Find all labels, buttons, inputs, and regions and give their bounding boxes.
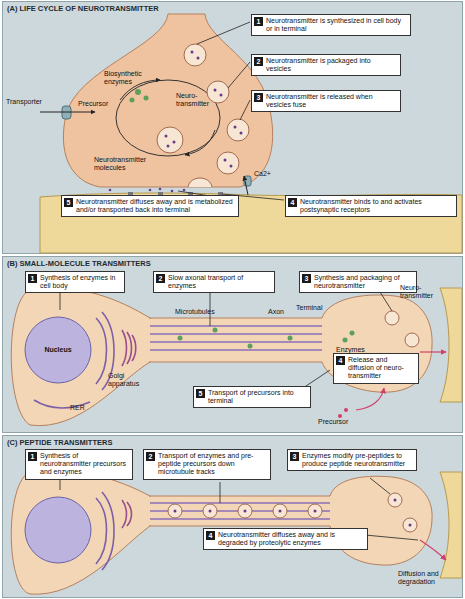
callout-text: Neurotransmitter binds to and activates … [300,198,453,214]
vesicles [157,44,249,174]
callout-text: Synthesis and packaging of neurotransmit… [314,274,413,290]
part-label: Neuro-transmitter [400,284,438,300]
callout-text: Neurotransmitter is synthesized in cell … [266,17,407,33]
callout-text: Transport of enzymes and pre-peptide pre… [158,452,267,477]
callout-text: Neurotransmitter is packaged into vesicl… [266,57,397,73]
callout-number: 4 [336,356,345,365]
uptake-arrow [40,112,95,113]
callout-box: 5Neurotransmitter diffuses away and is m… [61,195,239,217]
part-label: RER [70,404,100,412]
cycle-arrow [185,130,215,155]
part-label: Transporter [6,98,56,106]
callout-box: 4Release and diffusion of neuro-transmit… [333,353,419,384]
panel-heading: (C) PEPTIDE TRANSMITTERS [7,438,112,447]
part-label: Nucleus [35,346,81,354]
callout-text: Neurotransmitter diffuses away and is de… [218,531,364,547]
callout-number: 5 [196,389,205,398]
callout-number: 4 [288,198,297,207]
callout-number: 5 [64,198,73,207]
callout-box: 4Neurotransmitter binds to and activates… [285,195,457,217]
part-label: Ca2+ [254,170,284,178]
callout-text: Slow axonal transport of enzymes [168,274,271,290]
callout-number: 1 [28,452,37,461]
panel-heading: (A) LIFE CYCLE OF NEUROTRANSMITTER [7,4,159,13]
golgi [122,500,132,528]
nucleus [25,317,91,383]
postsynaptic-cell [40,193,462,253]
callout-box: 3Synthesis and packaging of neurotransmi… [299,271,417,293]
callout-box: 1Synthesis of enzymes in cell body [25,271,125,293]
microtubules [150,326,322,350]
callout-box: 2Slow axonal transport of enzymes [153,271,275,293]
callout-text: Enzymes modify pre-peptides to produce p… [302,452,413,468]
microtubules [150,503,330,519]
vesicles [168,493,417,532]
callout-box: 2Transport of enzymes and pre-peptide pr… [143,449,271,480]
callout-number: 3 [254,93,263,102]
part-label: Precursor [78,100,118,108]
rer [96,492,114,570]
callout-text: Neurotransmitter is released when vesicl… [266,93,397,109]
callout-text: Synthesis of enzymes in cell body [40,274,121,290]
panel-heading: (B) SMALL-MOLECULE TRANSMITTERS [7,259,151,268]
part-label: Golgi apparatus [108,372,148,388]
callout-box: 5Transport of precursors into terminal [193,386,311,408]
part-label: Axon [268,308,298,316]
callout-box: 1Synthesis of neurotransmitter precursor… [25,449,133,480]
callout-number: 3 [290,452,299,461]
callout-box: 3Enzymes modify pre-peptides to produce … [287,449,417,471]
rer [34,312,114,408]
callout-text: Synthesis of neurotransmitter precursors… [40,452,129,477]
callout-number: 3 [302,274,311,283]
enzymes [130,89,149,103]
part-label: Neuro-transmitter [176,92,212,108]
callout-box: 1Neurotransmitter is synthesized in cell… [251,14,411,36]
callout-number: 2 [254,57,263,66]
callout-text: Release and diffusion of neuro-transmitt… [348,356,415,381]
callout-number: 1 [28,274,37,283]
part-label: Neurotransmitter molecules [94,156,156,172]
part-label: Diffusion and degradation [398,570,446,586]
callout-box: 3Neurotransmitter is released when vesic… [251,90,401,112]
fused-vesicle [188,178,212,187]
part-label: Terminal [296,304,336,312]
release-arrow [420,351,446,352]
golgi [122,330,136,366]
cycle-path [116,80,220,156]
callout-number: 2 [146,452,155,461]
callout-box: 4Neurotransmitter diffuses away and is d… [203,528,368,550]
callout-number: 1 [254,17,263,26]
peptide-dots [174,499,412,527]
callout-text: Transport of precursors into terminal [208,389,307,405]
part-label: Enzymes [336,346,376,354]
part-label: Precursor [318,418,368,426]
nucleus [25,497,91,563]
callout-box: 2Neurotransmitter is packaged into vesic… [251,54,401,76]
enzymes [178,328,355,349]
part-label: Biosynthetic enzymes [104,70,152,86]
callout-number: 2 [156,274,165,283]
callout-number: 4 [206,531,215,540]
part-label: Microtubules [175,308,235,316]
callout-text: Neurotransmitter diffuses away and is me… [76,198,235,214]
